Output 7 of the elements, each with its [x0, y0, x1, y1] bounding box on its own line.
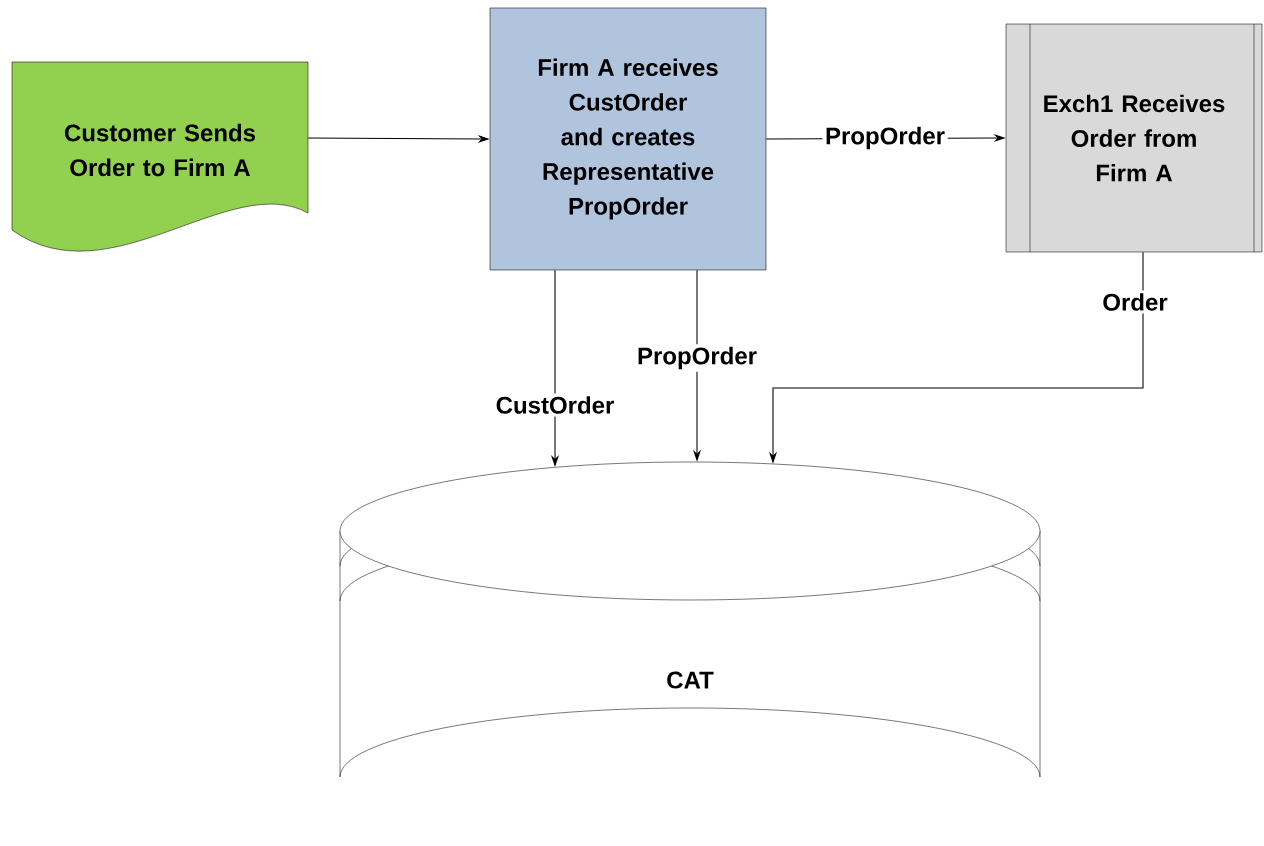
edge-label: CustOrder — [493, 393, 617, 417]
database-cylinder: CAT — [339, 461, 1041, 778]
predefined-process-box: Exch1 Receives Order from Firm A — [1005, 23, 1263, 253]
edge-label: PropOrder — [634, 344, 760, 372]
edge-label: PropOrder — [822, 124, 948, 152]
edge-label: Order — [1099, 290, 1171, 314]
process-box: Firm A receives CustOrder and creates Representative PropOrder — [489, 7, 767, 271]
